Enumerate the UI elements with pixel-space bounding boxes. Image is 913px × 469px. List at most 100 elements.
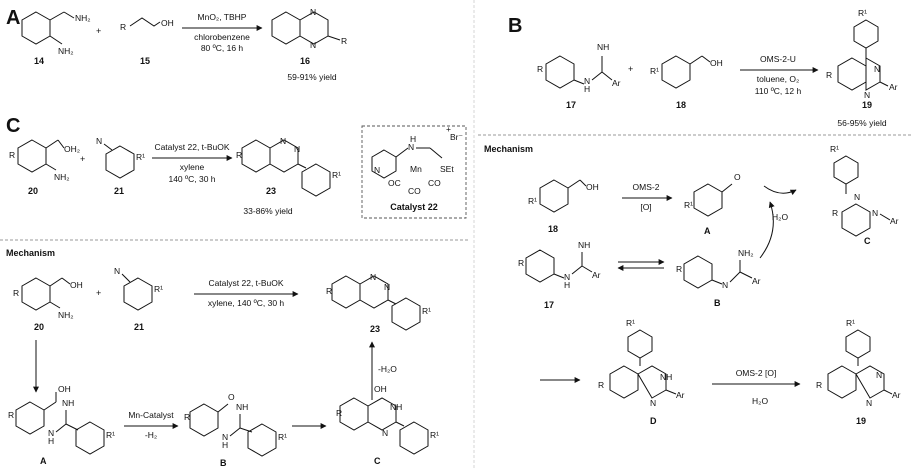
svg-text:R: R: [518, 258, 524, 268]
svg-text:NH₂: NH₂: [54, 172, 70, 182]
svg-text:R¹: R¹: [430, 430, 439, 440]
compound-18: R¹ OH: [650, 55, 723, 89]
cond-a-reagent: MnO₂, TBHP: [198, 12, 247, 22]
svg-text:O: O: [734, 172, 741, 182]
compound-23: R N N R¹: [236, 136, 341, 197]
svg-text:NH: NH: [62, 398, 74, 408]
svg-text:CO: CO: [408, 186, 421, 196]
svg-text:R¹: R¹: [858, 8, 867, 18]
svg-text:OH: OH: [586, 182, 599, 192]
label-16: 16: [300, 56, 310, 66]
panel-label-b: B: [508, 15, 522, 37]
mech-b-arrow-condense: [763, 185, 797, 196]
svg-text:R: R: [13, 288, 19, 298]
svg-text:N: N: [854, 192, 860, 202]
mech-c-label-b: B: [220, 458, 227, 468]
svg-text:NH: NH: [390, 402, 402, 412]
svg-text:R¹: R¹: [154, 284, 163, 294]
svg-text:R¹: R¹: [422, 306, 431, 316]
svg-text:R: R: [598, 380, 604, 390]
catalyst-22-structure: N N H Mn SEt OC CO CO Br⁻ +: [371, 124, 464, 196]
mech-c-intermediate-b: R O N H NH R¹: [184, 392, 287, 457]
svg-text:N: N: [280, 136, 286, 146]
svg-text:R¹: R¹: [830, 144, 839, 154]
label-17: 17: [566, 100, 576, 110]
svg-text:OH: OH: [374, 384, 387, 394]
svg-text:H: H: [564, 280, 570, 290]
compound-20: R OH₂ NH₂: [9, 139, 80, 182]
mech-b-compound-19: R¹ R N N Ar: [816, 318, 901, 408]
svg-text:R: R: [341, 36, 347, 46]
label-catalyst-22: Catalyst 22: [390, 202, 438, 212]
svg-text:N: N: [96, 136, 102, 146]
mech-c-intermediate-c: R OH NH N R¹: [336, 384, 439, 455]
panel-label-c: C: [6, 115, 20, 137]
svg-text:OH: OH: [161, 18, 174, 28]
svg-text:R: R: [8, 410, 14, 420]
plus-a: +: [96, 26, 101, 36]
svg-text:NH₂: NH₂: [58, 46, 74, 56]
svg-text:NH₂: NH₂: [75, 13, 91, 23]
svg-text:Ar: Ar: [592, 270, 601, 280]
catalyst-22-box: [361, 125, 467, 219]
svg-text:R¹: R¹: [626, 318, 635, 328]
mech-c-dehydration: -H₂O: [378, 364, 397, 374]
panel-label-a: A: [6, 7, 20, 29]
svg-text:R: R: [816, 380, 822, 390]
compound-21: N R¹: [96, 136, 145, 179]
cond-c-reagent: Catalyst 22, t-BuOK: [154, 142, 229, 152]
svg-text:OC: OC: [388, 178, 401, 188]
compound-19: R¹ R N N Ar: [826, 8, 898, 100]
mech-b-intermediate-c: R¹ N R N Ar: [830, 144, 899, 237]
svg-text:R: R: [236, 150, 242, 160]
yield-c: 33-86% yield: [243, 206, 292, 216]
mech-b-ox-reagent: OMS-2: [633, 182, 660, 192]
label-20: 20: [28, 186, 38, 196]
mech-c-compound-20: R OH NH₂: [13, 277, 83, 320]
svg-text:N: N: [382, 428, 388, 438]
svg-text:N: N: [310, 40, 316, 50]
cond-c-solvent: xylene: [180, 162, 205, 172]
svg-text:N: N: [310, 7, 316, 17]
svg-text:NH: NH: [578, 240, 590, 250]
mech-b-label-18: 18: [548, 224, 558, 234]
svg-text:N: N: [722, 280, 728, 290]
mech-b-final-reagent: OMS-2 [O]: [736, 368, 777, 378]
svg-text:R: R: [676, 264, 682, 274]
mech-b-water: H₂O: [772, 212, 788, 222]
mech-c-label-23: 23: [370, 324, 380, 334]
svg-text:NH₂: NH₂: [738, 248, 754, 258]
mech-c-label-c: C: [374, 456, 381, 466]
svg-text:R¹: R¹: [684, 200, 693, 210]
svg-text:N: N: [48, 428, 54, 438]
label-14: 14: [34, 56, 44, 66]
svg-text:NH: NH: [236, 402, 248, 412]
svg-text:R: R: [826, 70, 832, 80]
svg-text:N: N: [374, 165, 380, 175]
svg-text:R¹: R¹: [528, 196, 537, 206]
svg-text:NH: NH: [597, 42, 609, 52]
svg-text:N: N: [864, 90, 870, 100]
svg-text:N: N: [564, 272, 570, 282]
svg-text:Mn: Mn: [410, 164, 422, 174]
svg-text:R¹: R¹: [846, 318, 855, 328]
cond-b-solvent: toluene, O₂: [757, 74, 800, 84]
svg-text:R: R: [120, 22, 126, 32]
svg-text:R¹: R¹: [332, 170, 341, 180]
svg-text:O: O: [228, 392, 235, 402]
svg-text:OH: OH: [710, 58, 723, 68]
svg-text:OH: OH: [58, 384, 71, 394]
mech-c-reagent: Catalyst 22, t-BuOK: [208, 278, 283, 288]
svg-text:H: H: [410, 134, 416, 144]
svg-text:R¹: R¹: [136, 152, 145, 162]
mech-b-label-a: A: [704, 226, 711, 236]
mech-b-label-19: 19: [856, 416, 866, 426]
svg-text:N: N: [222, 432, 228, 442]
mech-b-label-17: 17: [544, 300, 554, 310]
mechanism-b-title: Mechanism: [484, 144, 533, 154]
svg-text:R: R: [832, 208, 838, 218]
svg-text:R: R: [336, 408, 342, 418]
mechanism-c-title: Mechanism: [6, 248, 55, 258]
mech-c-step-reagent: Mn-Catalyst: [128, 410, 174, 420]
svg-text:Ar: Ar: [676, 390, 685, 400]
